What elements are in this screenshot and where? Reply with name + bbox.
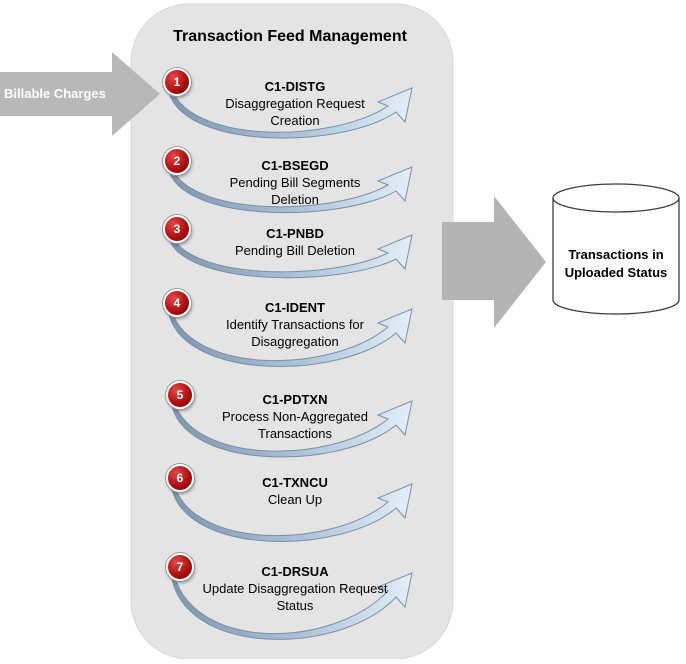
step-4-curve-arrow	[167, 303, 413, 367]
step-3-description-line: Pending Bill Deletion	[235, 243, 355, 258]
step-7-code: C1-DRSUA	[261, 564, 329, 579]
step-1-badge: 1	[163, 68, 191, 96]
input-label: Billable Charges	[4, 86, 106, 101]
step-6-curve-arrow	[170, 478, 413, 542]
step-2-description-line: Pending Bill Segments	[229, 175, 361, 190]
output-database-cylinder	[552, 183, 680, 315]
step-1-description-line: Creation	[270, 113, 320, 128]
step-7-badge: 7	[166, 553, 194, 581]
step-curves	[167, 82, 413, 640]
step-2-curve-arrow	[167, 161, 413, 214]
step-7-description-line: Status	[276, 598, 314, 613]
step-7-description-line: Update Disaggregation Request	[202, 581, 388, 596]
step-5-description-line: Process Non-Aggregated	[222, 409, 368, 424]
step-4-description-line: Identify Transactions for	[225, 317, 364, 332]
output-arrow	[442, 196, 546, 328]
step-1-description-line: Disaggregation Request	[225, 96, 365, 111]
step-4-description-line: Disaggregation	[251, 334, 339, 349]
step-2-badge: 2	[163, 147, 191, 175]
output-label: Transactions in Uploaded Status	[564, 247, 668, 280]
step-2-code: C1-BSEGD	[261, 158, 329, 173]
step-4-badge: 4	[163, 289, 191, 317]
step-5-description-line: Transactions	[258, 426, 332, 441]
diagram-title: Transaction Feed Management	[173, 28, 407, 45]
input-arrow	[0, 52, 160, 136]
step-5-curve-arrow	[170, 395, 413, 458]
step-3-badge: 3	[163, 215, 191, 243]
step-5-badge: 5	[166, 381, 194, 409]
step-2-description-line: Deletion	[271, 192, 319, 207]
step-1-code: C1-DISTG	[264, 79, 326, 94]
step-5-code: C1-PDTXN	[262, 392, 328, 407]
step-6-description-line: Clean Up	[267, 492, 323, 507]
step-7-curve-arrow	[170, 567, 413, 640]
step-3-curve-arrow	[167, 229, 413, 279]
step-6-badge: 6	[166, 464, 194, 492]
step-3-code: C1-PNBD	[266, 226, 324, 241]
step-1-curve-arrow	[167, 82, 413, 139]
step-6-code: C1-TXNCU	[262, 475, 328, 490]
step-4-code: C1-IDENT	[265, 300, 325, 315]
